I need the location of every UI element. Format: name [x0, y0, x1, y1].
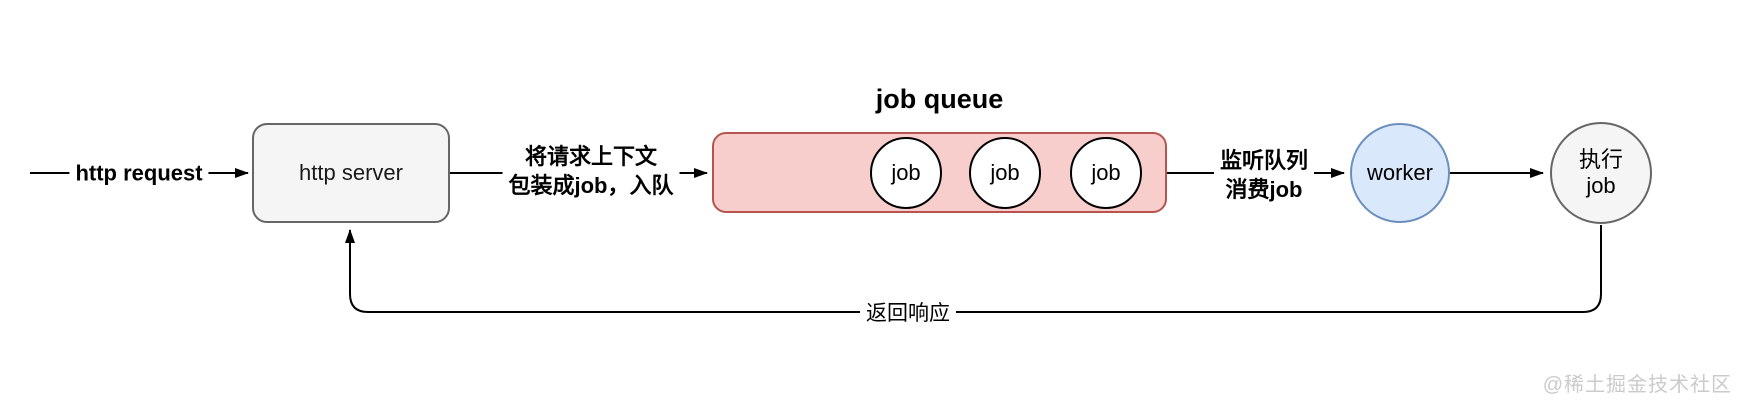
enqueue-edge-label-line2: 包装成job，入队 [508, 173, 674, 198]
return-response-edge-label: 返回响应 [860, 297, 956, 327]
enqueue-edge-label-line1: 将请求上下文 [524, 144, 657, 169]
job-item-2: job [969, 137, 1041, 209]
job-queue-title: job queue [875, 84, 1004, 114]
watermark: @稀土掘金技术社区 [1542, 374, 1732, 396]
consume-edge-label-line1: 监听队列 [1219, 148, 1309, 173]
http-request-edge-label: http request [69, 158, 209, 188]
job-item-1: job [870, 137, 942, 209]
worker-node: worker [1350, 123, 1450, 223]
job-item-1-label: job [891, 160, 921, 185]
enqueue-edge-label: 将请求上下文 包装成job，入队 [502, 142, 680, 200]
http-server-node: http server [252, 123, 450, 223]
consume-edge-label: 监听队列 消费job [1213, 146, 1315, 204]
http-server-label: http server [299, 160, 403, 185]
arrow-return-response [345, 225, 1602, 313]
execute-job-label-line1: 执行 [1578, 147, 1623, 172]
job-item-2-label: job [990, 160, 1020, 185]
execute-job-node: 执行 job [1550, 122, 1652, 224]
worker-label: worker [1366, 160, 1433, 185]
consume-edge-label-line2: 消费job [1225, 177, 1303, 202]
job-item-3-label: job [1091, 160, 1121, 185]
job-item-3: job [1070, 137, 1142, 209]
execute-job-label-line2: job [1586, 173, 1616, 198]
